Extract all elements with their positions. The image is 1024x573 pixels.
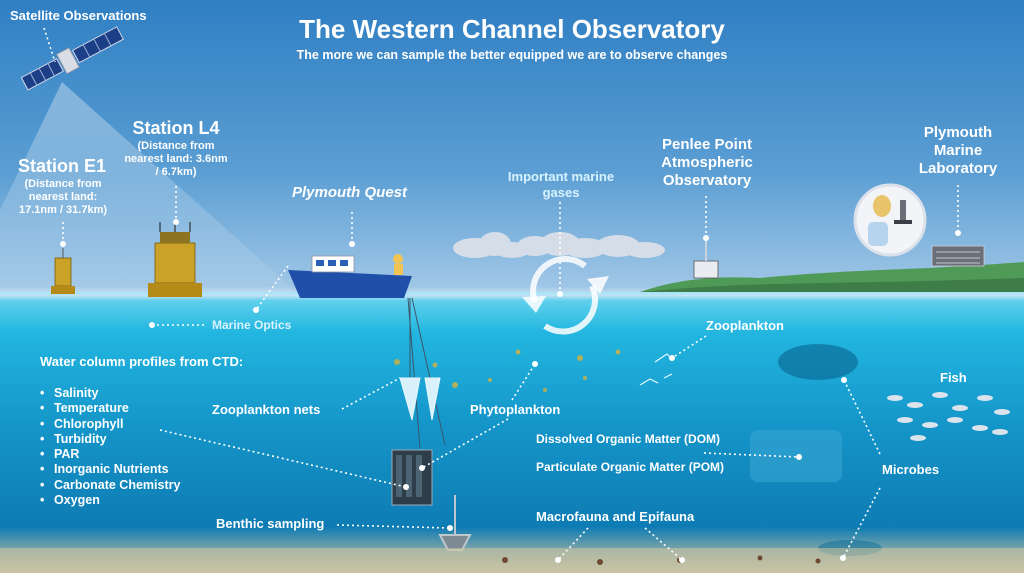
ctd-parameter: Inorganic Nutrients [40, 462, 180, 477]
ctd-parameter: Temperature [40, 401, 180, 416]
satellite-label: Satellite Observations [10, 8, 147, 23]
dom-label: Dissolved Organic Matter (DOM) [536, 432, 721, 446]
fish-school-icon [887, 392, 1010, 441]
ctd-parameter: Salinity [40, 386, 180, 401]
ctd-parameter: Oxygen [40, 493, 180, 508]
vessel-label: Plymouth Quest [292, 184, 408, 201]
station-l4-label: Station L4 [132, 118, 220, 138]
pml-building-icon [931, 245, 985, 267]
zooplankton-label: Zooplankton [706, 318, 784, 333]
ctd-parameter: Carbonate Chemistry [40, 478, 180, 493]
plankton-particles [394, 349, 621, 392]
benthic-sampling-label: Benthic sampling [216, 516, 325, 531]
zooplankton-net-icon [399, 377, 441, 421]
organic-matter-patch [750, 430, 842, 482]
plymouth-quest-vessel-icon [288, 254, 412, 298]
satellite-beam [0, 82, 300, 295]
page-title: The Western Channel Observatory [299, 14, 725, 44]
phytoplankton-label: Phytoplankton [470, 402, 561, 417]
fish-label: Fish [940, 370, 967, 385]
station-e1-detail: (Distance from nearest land: 17.1nm / 31… [18, 178, 108, 216]
ctd-parameter-list: Salinity Temperature Chlorophyll Turbidi… [40, 386, 180, 508]
cloud-icons [453, 232, 665, 258]
penlee-label: Penlee Point Atmospheric Observatory [661, 136, 753, 189]
e1-buoy-icon [51, 248, 75, 294]
marine-optics-label: Marine Optics [212, 318, 292, 332]
benthic-grab-icon [438, 495, 472, 551]
satellite-icon [20, 26, 124, 91]
ctd-parameter: Chlorophyll [40, 417, 180, 432]
macrofauna-label: Macrofauna and Epifauna [536, 509, 695, 524]
leader-endpoints [60, 219, 961, 563]
scientist-illustration [853, 183, 927, 257]
ctd-parameter: PAR [40, 447, 180, 462]
ctd-parameter: Turbidity [40, 432, 180, 447]
zooplankton-nets-label: Zooplankton nets [212, 402, 321, 417]
gas-cycle-arrows-icon [530, 256, 599, 335]
penlee-building-icon [693, 260, 719, 279]
page-subtitle: The more we can sample the better equipp… [296, 48, 728, 62]
leader-lines [43, 27, 959, 561]
pml-label: Plymouth Marine Laboratory [918, 124, 998, 177]
station-e1-label: Station E1 [17, 156, 106, 176]
microbes-label: Microbes [882, 462, 940, 477]
station-l4-detail: (Distance from nearest land: 3.6nm / 6.7… [124, 140, 228, 178]
pom-label: Particulate Organic Matter (POM) [536, 460, 725, 474]
ctd-heading: Water column profiles from CTD: [40, 354, 244, 369]
zooplankton-icons [639, 353, 674, 386]
gases-label: Important marine gases [507, 169, 615, 200]
ctd-rosette-icon [391, 449, 433, 506]
